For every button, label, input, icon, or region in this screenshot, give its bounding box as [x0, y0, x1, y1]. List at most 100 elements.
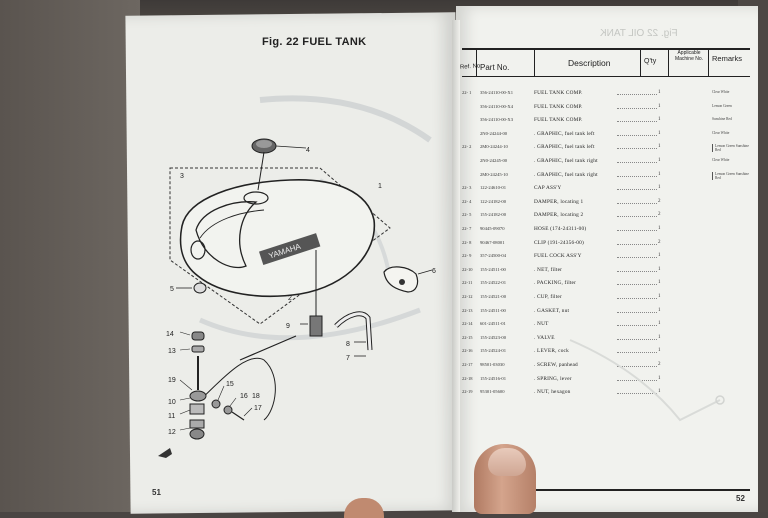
- cell-fig: 22-19: [462, 389, 473, 395]
- leader-dots: [617, 352, 657, 354]
- cell-qty: 2: [658, 198, 661, 204]
- cell-part-no: 155-24521-00: [480, 294, 507, 299]
- svg-text:17: 17: [254, 405, 262, 412]
- page-title: Fig. 22 FUEL TANK: [262, 36, 367, 48]
- cell-part-no: 155-24522-01: [480, 280, 507, 286]
- table-row: 22-17 98501-03030 . SCREW, panhead 2: [462, 362, 754, 372]
- cell-part-no: 155-24511-00: [480, 266, 506, 272]
- cell-qty: 1: [658, 375, 661, 381]
- right-page-number: 52: [736, 494, 745, 503]
- table-row: 356-24110-00-X4 FUEL TANK COMP. 1 Lemon …: [462, 104, 754, 114]
- table-row: 22-14 601-24511-01 . NUT 1: [462, 321, 754, 331]
- header-remarks: Remarks: [712, 54, 743, 63]
- cell-part-no: 155-24516-01: [480, 375, 507, 381]
- svg-text:5: 5: [170, 286, 174, 293]
- cell-remarks: Clear White: [712, 90, 730, 94]
- cell-qty: 1: [658, 334, 661, 340]
- svg-text:16: 16: [240, 393, 248, 400]
- cell-fig: 22-15: [462, 334, 473, 340]
- bleed-through-drawing: [569, 339, 725, 422]
- cell-description: . GRAPHIC, fuel tank left: [534, 130, 595, 137]
- cell-remarks: Clear White: [712, 158, 730, 162]
- cell-description: FUEL TANK COMP.: [534, 90, 583, 96]
- leader-dots: [617, 189, 657, 191]
- cell-qty: 1: [658, 253, 661, 259]
- cell-qty: 1: [658, 103, 661, 109]
- svg-text:13: 13: [168, 348, 176, 355]
- cell-qty: 1: [658, 144, 661, 150]
- cell-part-no: 601-24511-01: [480, 321, 506, 327]
- cell-part-no: 95301-05600: [480, 389, 505, 395]
- leader-dots: [617, 270, 657, 272]
- cell-description: . CUP, filter: [534, 294, 562, 300]
- svg-text:12: 12: [168, 429, 176, 436]
- cell-fig: 22- 5: [462, 212, 472, 218]
- cell-remarks: Clear White: [712, 130, 730, 135]
- cell-qty: 2: [658, 239, 661, 245]
- table-row: 22- 2 2M0-24244-10 . GRAPHIC, fuel tank …: [462, 144, 754, 154]
- cell-description: . NUT: [534, 321, 549, 328]
- leader-dots: [617, 325, 657, 327]
- header-rule-top: [462, 48, 750, 50]
- table-row: 22- 5 155-24182-00 DAMPER, locating 2 2: [462, 212, 754, 222]
- cell-qty: 1: [658, 389, 661, 395]
- header-separator: [534, 50, 535, 76]
- cell-qty: 1: [658, 348, 661, 354]
- table-row: 356-24110-00-X3 FUEL TANK COMP. 1 Sunshi…: [462, 117, 754, 127]
- table-row: 22-16 155-24524-01 . LEVER, cock 1: [462, 348, 754, 358]
- cell-fig: 22- 9: [462, 253, 472, 259]
- cell-qty: 1: [658, 307, 661, 313]
- cell-fig: 22- 4: [462, 198, 472, 204]
- leader-dots: [617, 121, 657, 123]
- cell-qty: 1: [658, 266, 661, 272]
- cell-description: DAMPER, locating 2: [534, 212, 584, 219]
- cell-part-no: 155-24511-00: [480, 307, 506, 313]
- cell-part-no: 98501-03030: [480, 362, 505, 367]
- cell-qty: 1: [658, 130, 661, 136]
- cell-description: FUEL TANK COMP.: [534, 103, 583, 110]
- cell-description: . GRAPHIC, fuel tank right: [534, 158, 598, 164]
- table-row: 22-15 155-24523-00 . VALVE 1: [462, 335, 754, 345]
- cell-description: . GASKET, nut: [534, 307, 570, 314]
- fuel-tank-diagram: YAMAHA 1 2 3 4 5 6 7 8 9 10 11 12 13: [158, 95, 436, 458]
- cell-part-no: 155-24182-00: [480, 212, 507, 218]
- cell-remarks: Sunshine Red: [712, 117, 732, 122]
- cell-description: . VALVE: [534, 334, 555, 341]
- header-applicable: Applicable Machine No.: [674, 50, 704, 62]
- parts-table-header: Ref. No. Part No. Description Q'ty Appli…: [459, 44, 752, 84]
- cell-fig: 22-13: [462, 307, 473, 313]
- leader-dots: [617, 257, 657, 259]
- svg-text:19: 19: [168, 377, 176, 384]
- cell-description: . NET, filter: [534, 266, 563, 273]
- cell-part-no: 2M0-24245-10: [480, 171, 508, 177]
- cell-part-no: 357-24500-04: [480, 253, 507, 259]
- cell-description: CAP ASS'Y: [534, 185, 562, 192]
- cell-description: . GRAPHIC, fuel tank right: [534, 171, 598, 178]
- table-row: 22- 4 122-24182-00 DAMPER, locating 1 2: [462, 199, 754, 209]
- table-row: 22- 3 122-24610-01 CAP ASS'Y 1: [462, 185, 754, 195]
- cell-part-no: 2N0-24244-00: [480, 130, 508, 136]
- svg-text:1: 1: [378, 183, 382, 190]
- svg-text:3: 3: [180, 173, 184, 180]
- right-page: [456, 6, 758, 512]
- cell-description: . PACKING, filter: [534, 280, 577, 287]
- leader-dots: [617, 134, 657, 136]
- cell-part-no: 90467-08001: [480, 239, 505, 245]
- cell-fig: 22-12: [462, 294, 473, 299]
- cell-remarks: Lemon Green: [712, 103, 732, 108]
- table-row: 22-13 155-24511-00 . GASKET, nut 1: [462, 308, 754, 318]
- leader-dots: [617, 379, 657, 381]
- table-row: 22-10 155-24511-00 . NET, filter 1: [462, 267, 754, 277]
- table-row: 22-11 155-24522-01 . PACKING, filter 1: [462, 280, 754, 290]
- cell-qty: 1: [658, 117, 661, 123]
- leader-dots: [617, 148, 657, 150]
- leader-dots: [617, 162, 657, 163]
- svg-text:15: 15: [226, 381, 234, 388]
- cell-fig: 22-18: [462, 375, 473, 381]
- cell-part-no: 2N0-24245-00: [480, 158, 508, 163]
- cell-fig: 22- 1: [462, 90, 472, 95]
- header-ref-no: Ref. No.: [459, 63, 483, 71]
- cell-qty: 1: [658, 158, 661, 163]
- svg-text:4: 4: [306, 147, 310, 154]
- svg-text:2: 2: [288, 295, 292, 302]
